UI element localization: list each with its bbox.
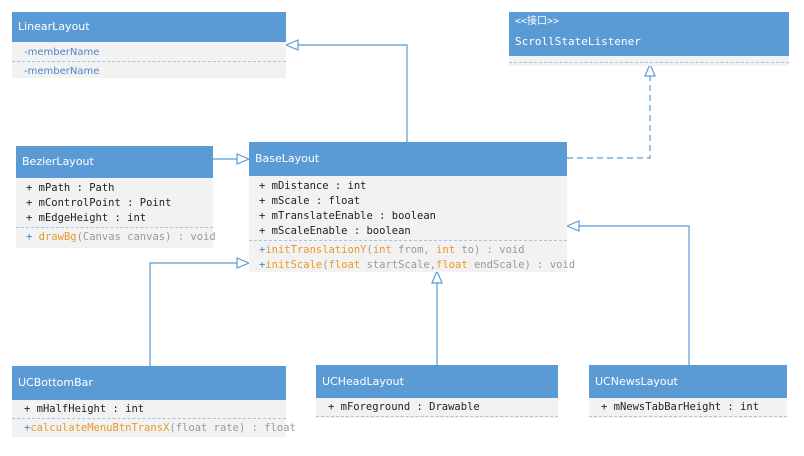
method-name: initScale [265, 259, 323, 271]
class-header: BaseLayout [249, 142, 567, 176]
field-row: + mScale : float [259, 195, 361, 207]
class-name: UCHeadLayout [322, 374, 404, 388]
class-header: LinearLayout [12, 12, 286, 42]
edge-base-to-linear [296, 44, 408, 142]
class-header: <<接口>> ScrollStateListener [509, 12, 789, 56]
arrowhead-base-from-bezier [236, 153, 251, 165]
method-name: calculateMenuBtnTransX [30, 422, 170, 434]
class-header: UCNewsLayout [589, 365, 787, 398]
field-row: + mEdgeHeight : int [26, 212, 147, 224]
class-linear-layout[interactable]: LinearLayout -memberName -memberName [12, 12, 286, 78]
field-row: + mScaleEnable : boolean [259, 225, 411, 237]
class-name: BaseLayout [255, 152, 320, 165]
arrowhead-base-from-bottom [236, 257, 251, 269]
operation-row: + drawBg(Canvas canvas) : void [26, 231, 216, 243]
class-header: BezierLayout [16, 146, 213, 178]
class-members: + mNewsTabBarHeight : int [589, 398, 787, 418]
arrowhead-base-from-news [565, 220, 580, 232]
arrowhead-base-from-head [431, 269, 443, 284]
edge-news-to-base [579, 225, 690, 365]
class-uc-bottom-bar[interactable]: UCBottomBar + mHalfHeight : int +calcula… [12, 366, 296, 437]
class-name: UCNewsLayout [595, 374, 678, 388]
class-name: LinearLayout [18, 20, 90, 33]
interface-scroll-state-listener[interactable]: <<接口>> ScrollStateListener [509, 12, 789, 66]
class-members: + mForeground : Drawable [316, 398, 558, 418]
stereotype-label: <<接口>> [515, 16, 560, 27]
edge-base-to-scroll [567, 76, 651, 159]
class-name: BezierLayout [22, 155, 94, 168]
class-body-empty [509, 56, 789, 66]
operation-row: +initScale(float startScale,float endSca… [259, 259, 576, 271]
arrowhead-linear [284, 39, 299, 51]
field-row: + mTranslateEnable : boolean [259, 210, 437, 222]
class-header: UCHeadLayout [316, 365, 558, 398]
field-row: -memberName [24, 66, 100, 77]
field-row: + mForeground : Drawable [328, 401, 480, 413]
class-members: + mPath : Path + mControlPoint : Point +… [16, 178, 216, 248]
class-uc-head-layout[interactable]: UCHeadLayout + mForeground : Drawable [316, 365, 558, 418]
class-members: + mHalfHeight : int +calculateMenuBtnTra… [12, 400, 296, 437]
operation-row: +calculateMenuBtnTransX(float rate) : fl… [24, 422, 296, 434]
class-name: ScrollStateListener [515, 35, 641, 48]
class-base-layout[interactable]: BaseLayout + mDistance : int + mScale : … [249, 142, 576, 272]
arrowhead-scroll [644, 62, 656, 77]
class-fields: -memberName -memberName [12, 42, 286, 78]
method-name: drawBg [38, 231, 77, 243]
field-row: + mPath : Path [26, 182, 115, 194]
class-members: + mDistance : int + mScale : float + mTr… [249, 176, 576, 272]
operation-row: +initTranslationY(int from, int to) : vo… [259, 244, 525, 256]
edge-bottom-to-base [149, 262, 237, 366]
field-row: + mDistance : int [259, 180, 367, 192]
method-name: initTranslationY [265, 244, 367, 256]
field-row: + mHalfHeight : int [24, 403, 145, 415]
field-row: -memberName [24, 47, 100, 58]
class-bezier-layout[interactable]: BezierLayout + mPath : Path + mControlPo… [16, 146, 216, 248]
field-row: + mControlPoint : Point [26, 197, 172, 209]
class-header: UCBottomBar [12, 366, 286, 400]
field-row: + mNewsTabBarHeight : int [601, 401, 760, 413]
class-name: UCBottomBar [18, 376, 93, 389]
class-uc-news-layout[interactable]: UCNewsLayout + mNewsTabBarHeight : int [589, 365, 787, 418]
